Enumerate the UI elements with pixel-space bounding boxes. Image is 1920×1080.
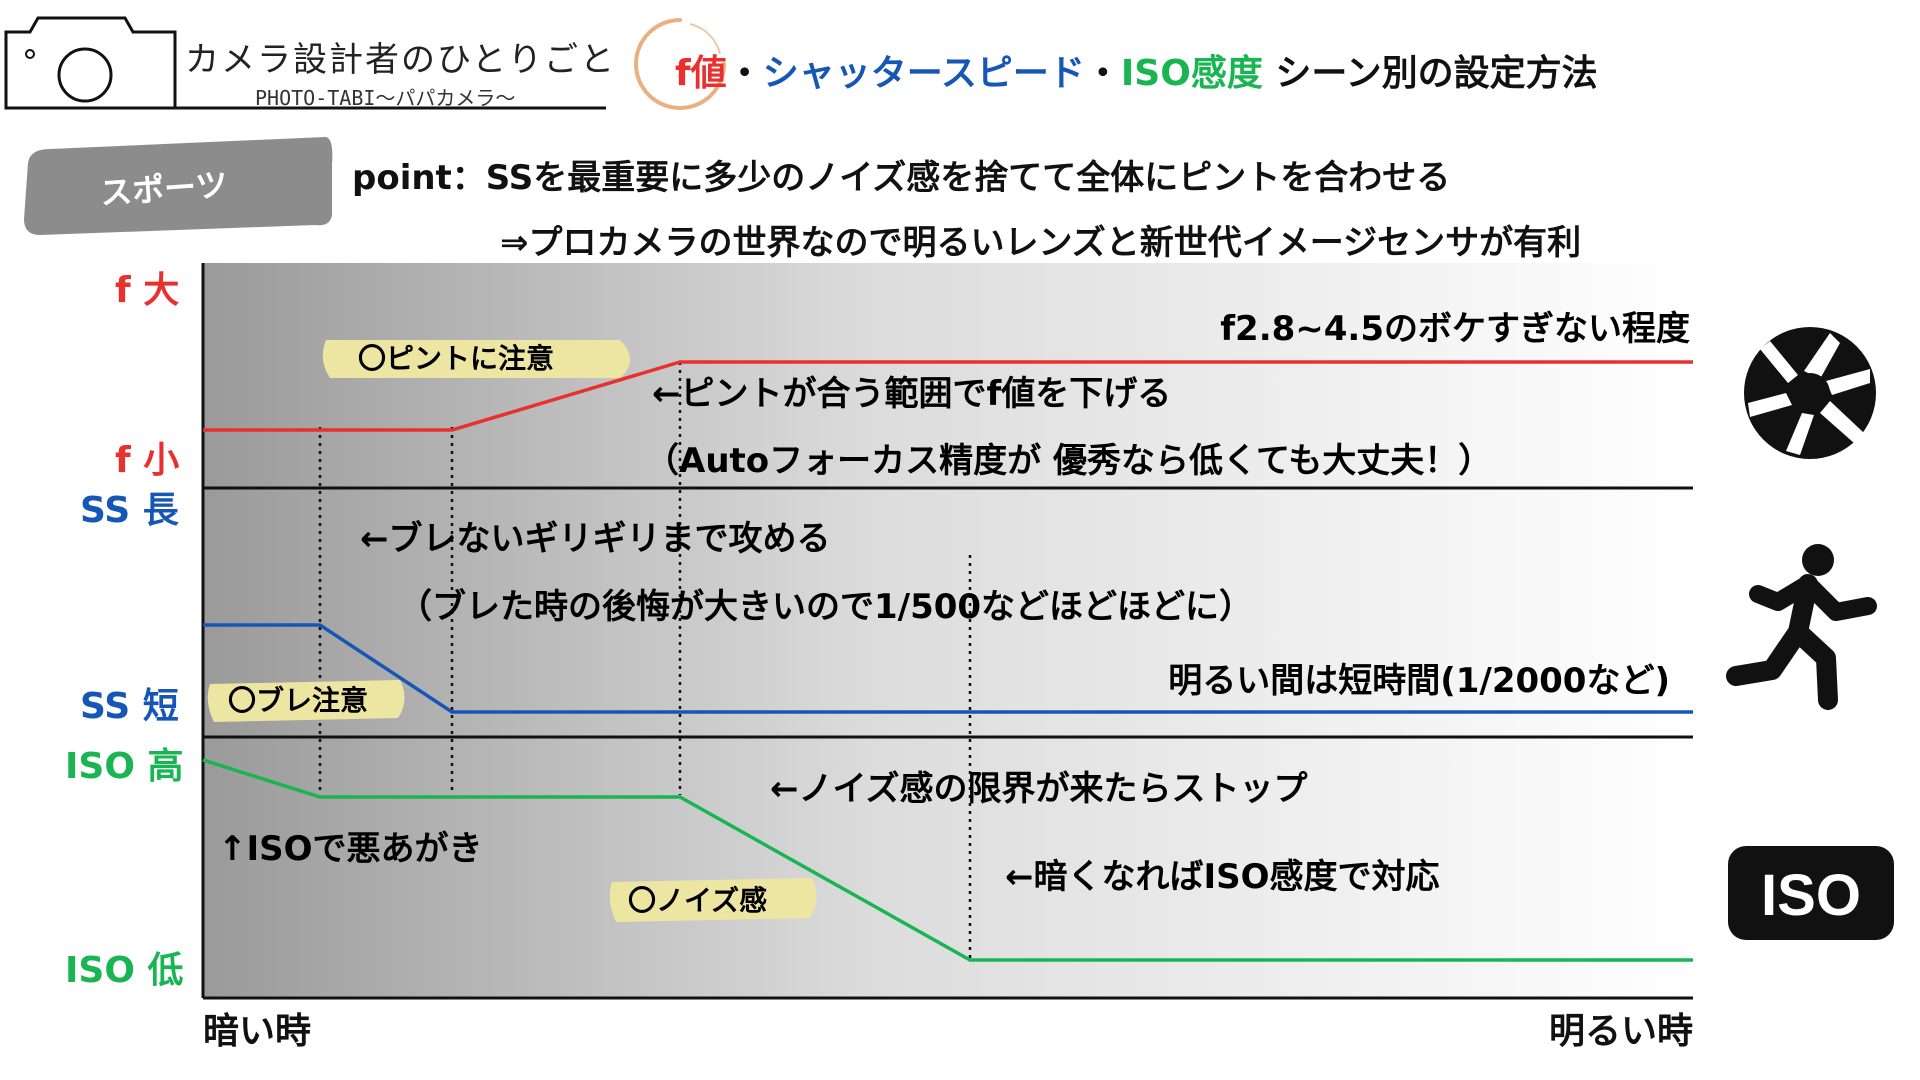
iso-icon-text: ISO [1761, 863, 1861, 928]
annotation-f-lower: ←ピントが合う範囲でf値を下げる [652, 374, 1171, 414]
iso-icon: ISO [1728, 846, 1894, 940]
shake-highlight [207, 680, 405, 722]
title-part-iso: ISO感度 [1120, 53, 1263, 94]
annotation-iso-dark: ←暗くなればISO感度で対応 [1005, 857, 1440, 897]
annotation-ss-limit: ←ブレないギリギリまで攻める [360, 519, 831, 559]
title-part-rest: シーン別の設定方法 [1262, 53, 1598, 94]
annotation-iso-struggle: ↑ISOで悪あがき [218, 829, 483, 869]
x-label-bright: 明るい時 [1549, 1011, 1693, 1052]
point-line-1: point：SSを最重要に多少のノイズ感を捨てて全体にピントを合わせる [352, 158, 1451, 198]
camera-icon [4, 16, 177, 110]
iso-line [202, 758, 1693, 962]
annotation-ss-note: （ブレた時の後悔が大きいので1/500などほどほどに） [398, 587, 1253, 627]
title-part-sep2: ・ [1084, 53, 1121, 94]
y-label-iso-high: ISO 高 [65, 746, 183, 787]
y-label-ss-short: SS 短 [80, 686, 179, 727]
scene-label: スポーツ [98, 165, 229, 213]
annotation-iso-stop: ←ノイズ感の限界が来たらストップ [770, 769, 1307, 809]
noise-warning-label: 〇ノイズ感 [628, 884, 767, 917]
plot-background [203, 263, 1693, 998]
brand-logo [4, 16, 606, 110]
settings-diagram: f 大 f 小 SS 長 SS 短 ISO 高 ISO 低 暗い時 明るい時 〇… [65, 263, 1894, 1052]
aperture-icon [1744, 327, 1876, 459]
shutter-speed-line [203, 623, 1693, 714]
focus-highlight [322, 340, 630, 378]
x-label-dark: 暗い時 [203, 1011, 311, 1052]
y-label-f-low: f 小 [115, 440, 179, 481]
running-person-icon [1726, 544, 1877, 710]
y-label-f-high: f 大 [115, 270, 179, 311]
brand-subtitle: PHOTO-TABI～パパカメラ～ [255, 86, 516, 110]
annotation-af-note: （Autoフォーカス精度が 優秀なら低くても大丈夫！） [645, 441, 1492, 481]
f-value-line [203, 360, 1693, 432]
y-label-iso-low: ISO 低 [65, 950, 183, 991]
y-label-ss-long: SS 長 [80, 490, 180, 531]
focus-warning-label: 〇ピントに注意 [358, 342, 554, 375]
brush-circle-icon [634, 18, 726, 110]
shake-warning-label: 〇ブレ注意 [228, 684, 368, 717]
title-part-ss: シャッタースピード [762, 53, 1085, 94]
point-line-2: ⇒プロカメラの世界なので明るいレンズと新世代イメージセンサが有利 [500, 223, 1582, 263]
title-part-fvalue: f値 [675, 53, 727, 94]
brand-title: カメラ設計者のひとりごと [185, 40, 616, 80]
page-title: f値・シャッタースピード・ISO感度 シーン別の設定方法 [675, 44, 1598, 96]
annotation-f-range: f2.8~4.5のボケすぎない程度 [1220, 309, 1690, 349]
annotation-ss-bright: 明るい間は短時間(1/2000など) [1168, 661, 1670, 701]
scene-tag-background [24, 137, 333, 235]
noise-highlight [609, 878, 817, 922]
title-part-sep1: ・ [726, 53, 763, 94]
